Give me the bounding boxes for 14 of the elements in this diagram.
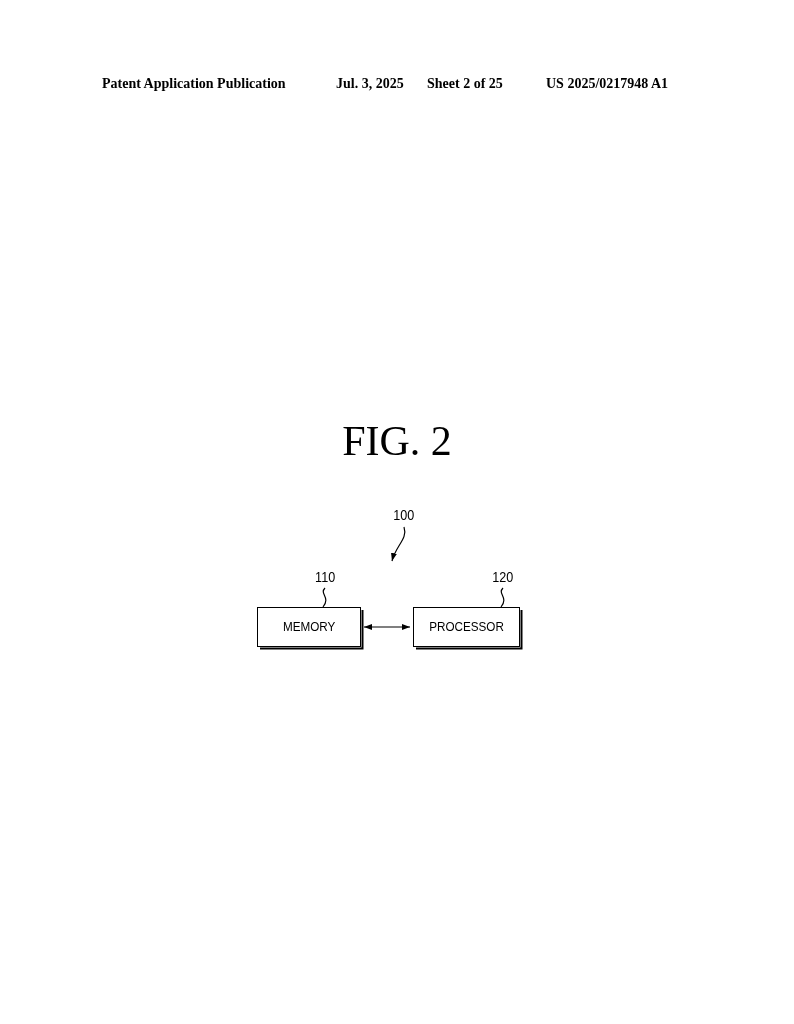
reference-numeral: 110 <box>306 568 344 586</box>
figure-title: FIG. 2 <box>341 420 453 462</box>
block-box: MEMORY <box>257 607 361 647</box>
header-text: Patent Application Publication <box>102 77 286 91</box>
header-text: Jul. 3, 2025 <box>336 77 404 91</box>
leader-line <box>500 587 505 608</box>
block-box: PROCESSOR <box>413 607 520 647</box>
arrow <box>363 624 411 630</box>
header-text: US 2025/0217948 A1 <box>546 77 669 91</box>
reference-numeral: 100 <box>385 506 423 524</box>
arrow <box>391 526 406 562</box>
leader-line <box>322 587 327 608</box>
header-text: Sheet 2 of 25 <box>427 77 503 91</box>
reference-numeral: 120 <box>484 568 522 586</box>
